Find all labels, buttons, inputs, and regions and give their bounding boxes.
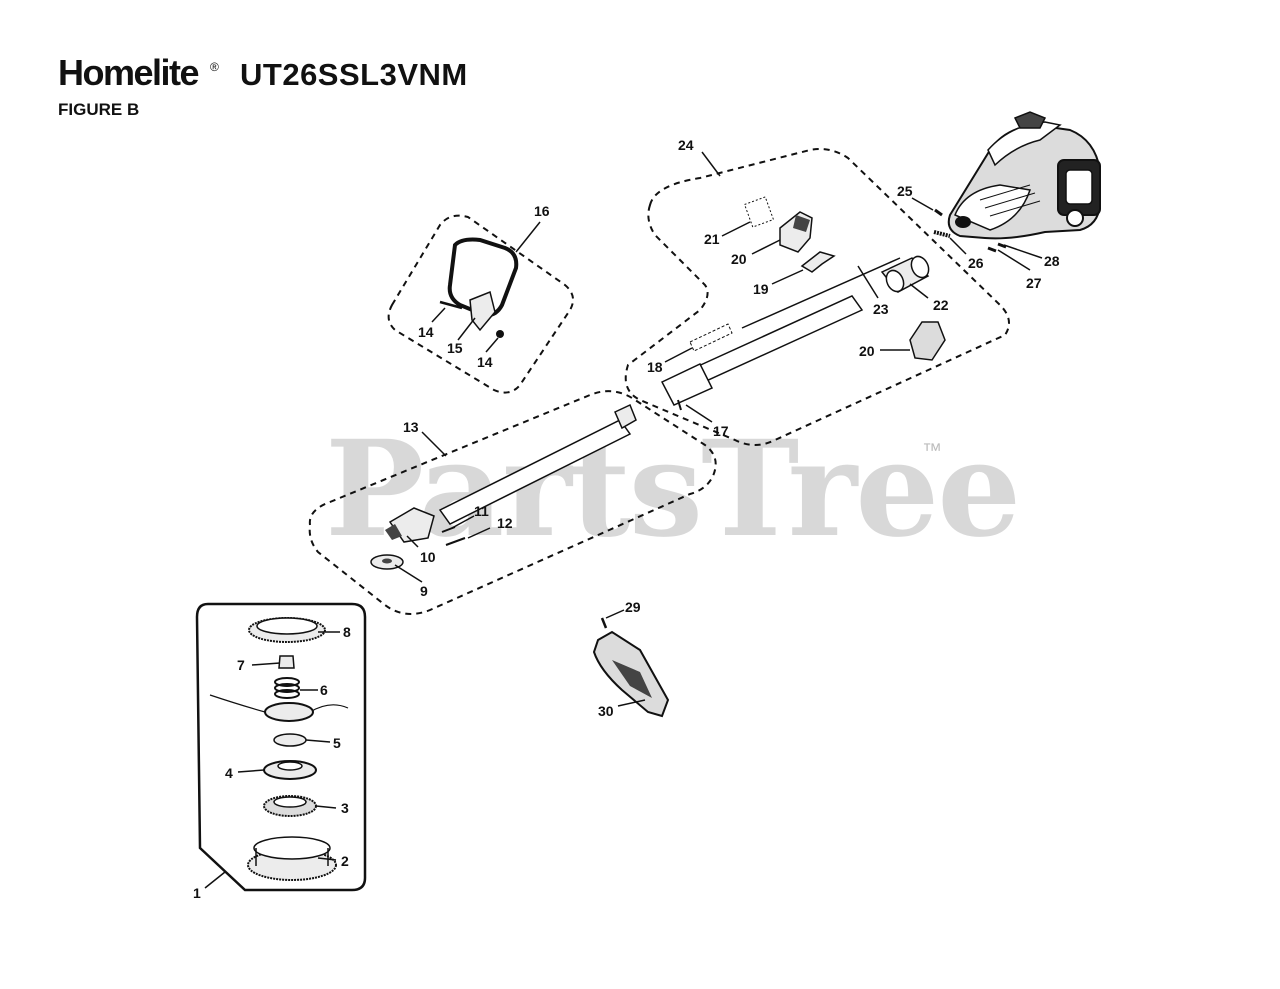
callout-8: 8: [343, 624, 351, 640]
callout-14a: 14: [418, 324, 434, 340]
grip-part-22: [880, 255, 930, 293]
callout-29: 29: [625, 599, 641, 615]
callout-27: 27: [1026, 275, 1042, 291]
callout-16: 16: [534, 203, 550, 219]
trimmer-head-box: [195, 602, 367, 892]
callout-9: 9: [420, 583, 428, 599]
callout-4: 4: [225, 765, 233, 781]
screw-part-12: [445, 537, 466, 546]
callout-7: 7: [237, 657, 245, 673]
eyelet-part-5: [273, 733, 307, 747]
throttle-housing-part-20-lower: [909, 321, 946, 361]
watermark-tm: ™: [922, 440, 942, 462]
watermark: PartsTree: [325, 412, 1021, 567]
callout-28: 28: [1044, 253, 1060, 269]
label-part-21: [743, 196, 775, 228]
callout-26: 26: [968, 255, 984, 271]
callout-25: 25: [897, 183, 913, 199]
callout-24: 24: [678, 137, 694, 153]
figure-label: FIGURE B: [58, 100, 140, 119]
callout-19: 19: [753, 281, 769, 297]
callout-30: 30: [598, 703, 614, 719]
spool-cover-part-8: [248, 617, 326, 643]
callout-14b: 14: [477, 354, 493, 370]
callout-23: 23: [873, 301, 889, 317]
throttle-cable-part-23: [741, 257, 901, 329]
throttle-housing-part-20: [779, 211, 813, 253]
callout-18: 18: [647, 359, 663, 375]
screw-part-28: [997, 242, 1007, 249]
pin-part-17: [677, 399, 682, 411]
loop-handle-part-16: [439, 237, 519, 338]
lower-shaft-part-13: [438, 403, 637, 525]
callout-11: 11: [474, 503, 489, 519]
brand-registered-mark: ®: [210, 60, 219, 74]
bolt-part-25: [934, 208, 943, 217]
bolt-part-29: [600, 617, 608, 629]
callout-20b: 20: [859, 343, 875, 359]
callout-22: 22: [933, 297, 949, 313]
callout-10: 10: [420, 549, 436, 565]
screw-part-27: [987, 246, 997, 253]
callout-21: 21: [704, 231, 720, 247]
callout-17: 17: [713, 423, 729, 439]
spring-part-26: [933, 230, 951, 238]
spool-with-line-part: [209, 694, 349, 722]
group-outline-16: [387, 214, 575, 394]
callout-6: 6: [320, 682, 328, 698]
callout-12: 12: [497, 515, 513, 531]
shield-part-30: [592, 630, 670, 718]
group-outline-24: [624, 148, 1010, 446]
inner-reel-part-3: [263, 795, 317, 817]
leader-lines: [204, 151, 1043, 889]
engine-powerhead: [947, 111, 1101, 240]
callout-2: 2: [341, 853, 349, 869]
group-outline-13: [308, 390, 717, 615]
callout-1: 1: [193, 885, 201, 901]
gearbox-part-10: [385, 507, 435, 543]
nut-part-7: [278, 655, 295, 669]
callout-20a: 20: [731, 251, 747, 267]
spring-part-6: [274, 677, 300, 699]
upper-shaft-part-18: [660, 295, 864, 406]
callout-13: 13: [403, 419, 419, 435]
callout-3: 3: [341, 800, 349, 816]
callout-15: 15: [447, 340, 463, 356]
spool-part-4: [263, 760, 317, 780]
trigger-part-19: [800, 251, 836, 273]
brand-logo: Homelite: [58, 52, 200, 93]
housing-part-2: [247, 836, 337, 881]
callout-5: 5: [333, 735, 341, 751]
model-number: UT26SSL3VNM: [240, 57, 468, 92]
